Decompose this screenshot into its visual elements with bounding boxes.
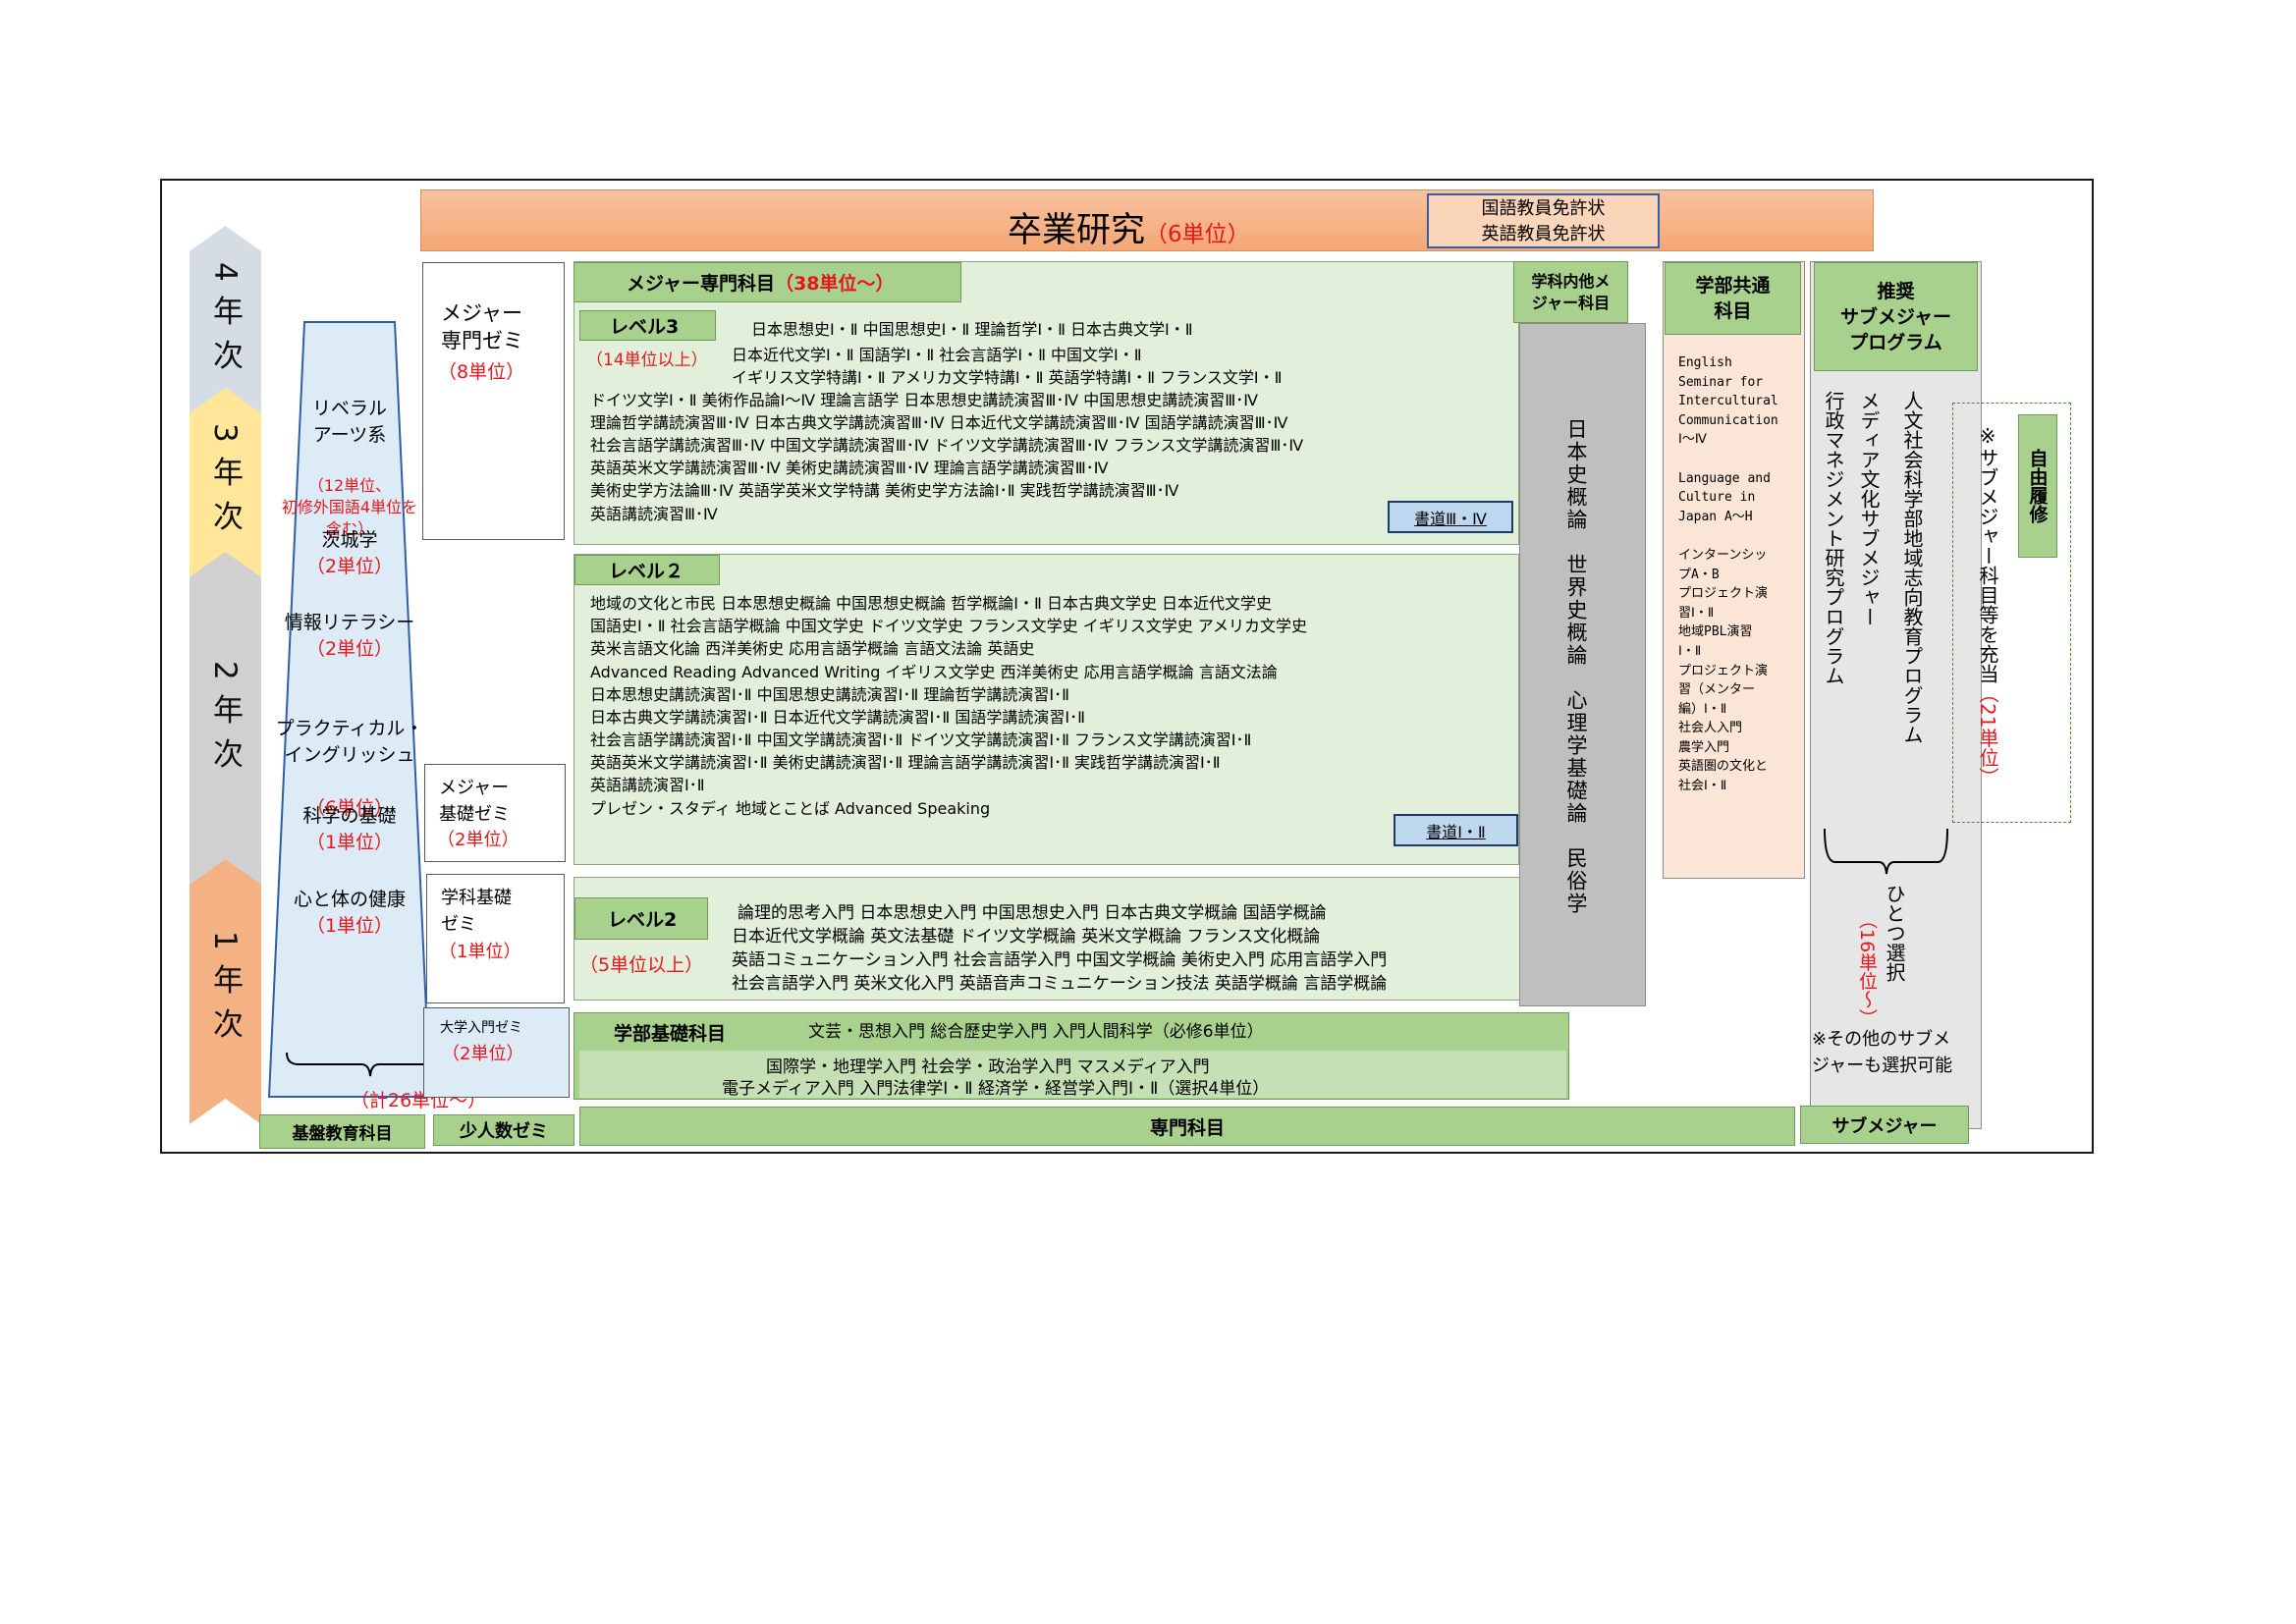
level3-line: 英語講読演習Ⅲ･Ⅳ <box>590 505 718 523</box>
level2b-line: 英語コミュニケーション入門 社会言語学入門 中国文学概論 美術史入門 応用言語学… <box>732 950 1388 970</box>
faculty-basic-header: 学部基礎科目 <box>577 1015 762 1049</box>
level2-line: プレゼン・スタディ 地域とことば Advanced Speaking <box>590 799 991 818</box>
level2-line: 社会言語学講読演習Ⅰ･Ⅱ 中国文学講読演習Ⅰ･Ⅱ ドイツ文学講読演習Ⅰ･Ⅱ フラ… <box>590 731 1252 749</box>
liberal-arts-trapezoid: リベラル アーツ系 （12単位、 初修外国語4単位を 含む） 茨城学 （2単位）… <box>268 321 431 1098</box>
level3-line: 美術史学方法論Ⅲ･Ⅳ 英語学英米文学特講 美術史学方法論Ⅰ･Ⅱ 実践哲学講読演習… <box>590 481 1179 500</box>
free-study-box <box>1952 403 2071 823</box>
faculty-basic-line: 国際学・地理学入門 社会学・政治学入門 マスメディア入門 <box>766 1057 1210 1077</box>
graduation-research-title: 卒業研究（6単位） <box>1008 211 1250 250</box>
submajor-select-text: ひとつ選択 <box>1883 884 1906 982</box>
year-1-label: 1年次 <box>207 931 243 1053</box>
seminar-category-label: 少人数ゼミ <box>433 1114 574 1146</box>
license-japanese: 国語教員免許状 <box>1481 198 1606 219</box>
other-major-header: 学科内他メ ジャー科目 <box>1513 261 1628 323</box>
level2-line: 日本古典文学講読演習Ⅰ･Ⅱ 日本近代文学講読演習Ⅰ･Ⅱ 国語学講読演習Ⅰ･Ⅱ <box>590 708 1085 727</box>
level3-line: 英語英米文学講読演習Ⅲ･Ⅳ 美術史講読演習Ⅲ･Ⅳ 理論言語学講読演習Ⅲ･Ⅳ <box>590 459 1109 477</box>
liberal-arts-item: リベラル アーツ系 （12単位、 初修外国語4単位を 含む） <box>281 398 418 538</box>
level2-line: Advanced Reading Advanced Writing イギリス文学… <box>590 663 1278 681</box>
health-item: 心と体の健康 （1単位） <box>293 889 406 937</box>
level3-line: 日本近代文学Ⅰ・Ⅱ 国語学Ⅰ・Ⅱ 社会言語学Ⅰ・Ⅱ 中国文学Ⅰ・Ⅱ <box>732 346 1142 364</box>
practical-english-item: プラクティカル・ イングリッシュ （6単位） <box>275 718 424 819</box>
submajor-category-label: サブメジャー <box>1800 1106 1969 1144</box>
shodo-3-4-box: 書道Ⅲ・Ⅳ <box>1388 501 1513 533</box>
level3-line: ドイツ文学Ⅰ・Ⅱ 美術作品論Ⅰ〜Ⅳ 理論言語学 日本思想史講読演習Ⅲ･Ⅳ 中国思… <box>590 391 1259 409</box>
faculty-basic-line: 電子メディア入門 入門法律学Ⅰ・Ⅱ 経済学・経営学入門Ⅰ・Ⅱ（選択4単位） <box>722 1079 1270 1099</box>
level2b-units: （5単位以上） <box>579 954 704 976</box>
year-3-chevron: 3年次 <box>190 388 261 580</box>
level3-panel <box>574 261 1519 545</box>
level3-line: 日本思想史Ⅰ・Ⅱ 中国思想史Ⅰ・Ⅱ 理論哲学Ⅰ・Ⅱ 日本古典文学Ⅰ・Ⅱ <box>751 320 1193 339</box>
level3-line: イギリス文学特講Ⅰ・Ⅱ アメリカ文学特講Ⅰ・Ⅱ 英語学特講Ⅰ・Ⅱ フランス文学Ⅰ… <box>732 368 1283 387</box>
level2-line: 英語講読演習Ⅰ･Ⅱ <box>590 776 705 794</box>
major-seminar-box: メジャー 専門ゼミ （8単位） <box>422 262 565 540</box>
submajor-program-2: メディア文化サブメジャー <box>1857 391 1881 626</box>
intro-seminar-box: 大学入門ゼミ （2単位） <box>423 1007 570 1098</box>
year-4-chevron: 4年次 <box>190 226 261 419</box>
faculty-basic-subpanel <box>579 1051 1566 1098</box>
license-box: 国語教員免許状 英語教員免許状 <box>1427 193 1660 248</box>
level2-line: 英語英米文学講読演習Ⅰ･Ⅱ 美術史講読演習Ⅰ･Ⅱ 理論言語学講読演習Ⅰ･Ⅱ 実践… <box>590 753 1221 772</box>
shodo-1-2-box: 書道Ⅰ・Ⅱ <box>1394 814 1518 846</box>
other-major-panel: 日本史概論 世界史概論 心理学基礎論 民俗学 <box>1519 323 1646 1006</box>
level2b-line: 社会言語学入門 英米文化入門 英語音声コミュニケーション技法 英語学概論 言語学… <box>732 974 1388 994</box>
level2b-line: 論理的思考入門 日本思想史入門 中国思想史入門 日本古典文学概論 国語学概論 <box>738 903 1327 923</box>
faculty-basic-line: 文芸・思想入門 総合歴史学入門 入門人間科学（必修6単位） <box>808 1022 1264 1042</box>
level3-label: レベル3 <box>579 310 716 341</box>
level2-line: 国語史Ⅰ・Ⅱ 社会言語学概論 中国文学史 ドイツ文学史 フランス文学史 イギリス… <box>590 617 1307 635</box>
license-english: 英語教員免許状 <box>1481 224 1606 244</box>
level2-line: 日本思想史講読演習Ⅰ･Ⅱ 中国思想史講読演習Ⅰ･Ⅱ 理論哲学講読演習Ⅰ･Ⅱ <box>590 685 1069 704</box>
year-2-chevron: 2年次 <box>190 552 261 891</box>
free-study-label: 自由履修 <box>2018 414 2057 558</box>
year-1-chevron: 1年次 <box>190 859 261 1124</box>
common-courses-header: 学部共通 科目 <box>1665 262 1801 335</box>
level2b-label: レベル2 <box>574 897 708 940</box>
submajor-program-1: 人文社会科学部地域志向教育プログラム <box>1900 391 1924 744</box>
science-basics-item: 科学の基礎 （1単位） <box>302 805 397 853</box>
diagram-frame <box>160 179 2094 1154</box>
level2-line: 英米言語文化論 西洋美術史 応用言語学概論 言語文法論 英語史 <box>590 639 1035 658</box>
info-literacy-item: 情報リテラシー （2単位） <box>284 612 415 660</box>
level3-line: 社会言語学講読演習Ⅲ･Ⅳ 中国文学講読演習Ⅲ･Ⅳ ドイツ文学講読演習Ⅲ･Ⅳ フラ… <box>590 436 1304 455</box>
submajor-select-units: （16単位〜） <box>1856 910 1878 1028</box>
graduation-research-bar: 卒業研究（6単位） 国語教員免許状 英語教員免許状 <box>420 189 1874 251</box>
level2-line: 地域の文化と市民 日本思想史概論 中国思想史概論 哲学概論Ⅰ・Ⅱ 日本古典文学史… <box>590 594 1273 613</box>
liberal-category-label: 基盤教育科目 <box>259 1114 425 1149</box>
submajor-header: 推奨 サブメジャー プログラム <box>1814 262 1978 371</box>
submajor-program-3: 行政マネジメント研究プログラム <box>1822 391 1845 685</box>
major-header: メジャー専門科目（38単位〜） <box>574 262 961 302</box>
level2-label: レベル２ <box>574 555 720 585</box>
major-basic-seminar-box: メジャー 基礎ゼミ （2単位） <box>424 764 566 862</box>
submajor-note: ※その他のサブメ ジャーも選択可能 <box>1812 1029 1953 1076</box>
senmon-category-label: 専門科目 <box>579 1107 1795 1146</box>
level2-panel <box>574 554 1519 865</box>
free-study-note: ※サブメジャー科目等を充当（21単位） <box>1976 424 1999 787</box>
level2b-panel <box>574 877 1520 1001</box>
common-courses-panel <box>1663 261 1805 879</box>
dept-basic-seminar-box: 学科基礎 ゼミ （1単位） <box>426 874 565 1003</box>
level3-units: （14単位以上） <box>586 351 708 370</box>
year-2-label: 2年次 <box>207 660 243 783</box>
ibaraki-studies-item: 茨城学 （2単位） <box>305 529 394 577</box>
year-3-label: 3年次 <box>207 423 243 545</box>
submajor-brace <box>1824 828 1948 875</box>
year-4-label: 4年次 <box>207 261 243 384</box>
level3-line: 理論哲学講読演習Ⅲ･Ⅳ 日本古典文学講読演習Ⅲ･Ⅳ 日本近代文学講読演習Ⅲ･Ⅳ … <box>590 413 1288 432</box>
level2b-line: 日本近代文学概論 英文法基礎 ドイツ文学概論 英米文学概論 フランス文化概論 <box>732 927 1321 947</box>
common-courses-list: English Seminar for Intercultural Commun… <box>1678 355 1778 794</box>
